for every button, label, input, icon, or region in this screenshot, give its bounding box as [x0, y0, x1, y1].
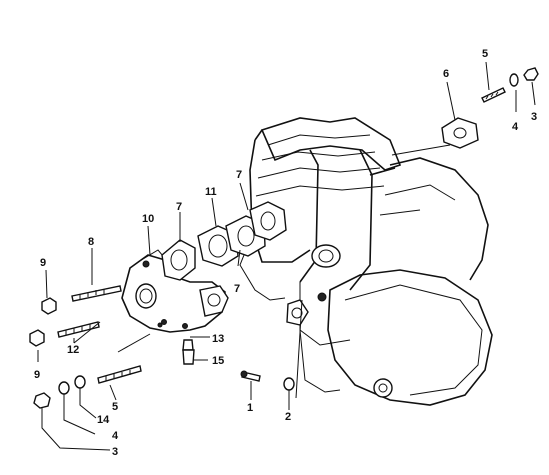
callout-13: 13	[212, 333, 224, 345]
fasteners	[29, 67, 539, 409]
callout-6: 6	[443, 68, 449, 80]
callout-labels: 5 6 4 3 7 11 7 10 8 9 7 13 12 15 9 5 1 2…	[34, 48, 537, 458]
callout-5: 5	[112, 401, 118, 413]
callout-4: 4	[512, 121, 519, 133]
callout-8: 8	[88, 236, 94, 248]
callout-12: 12	[67, 344, 79, 356]
callout-11: 11	[205, 186, 217, 198]
callout-10: 10	[142, 213, 154, 225]
engine-block	[239, 117, 493, 406]
callout-7: 7	[236, 169, 242, 181]
leader-lines	[37, 61, 536, 451]
callout-7: 7	[176, 201, 182, 213]
callout-9: 9	[40, 257, 46, 269]
callout-14: 14	[97, 414, 110, 426]
callout-1: 1	[247, 402, 253, 414]
callout-15: 15	[212, 355, 224, 367]
callout-4: 4	[112, 430, 119, 442]
callout-9: 9	[34, 369, 40, 381]
exhaust-manifold	[121, 249, 229, 365]
callout-3: 3	[531, 111, 537, 123]
manifold-gaskets	[161, 201, 287, 281]
callout-2: 2	[285, 411, 291, 423]
callout-3: 3	[112, 446, 118, 458]
cover-plate	[391, 117, 479, 156]
callout-7: 7	[234, 283, 240, 295]
callout-5: 5	[482, 48, 488, 60]
